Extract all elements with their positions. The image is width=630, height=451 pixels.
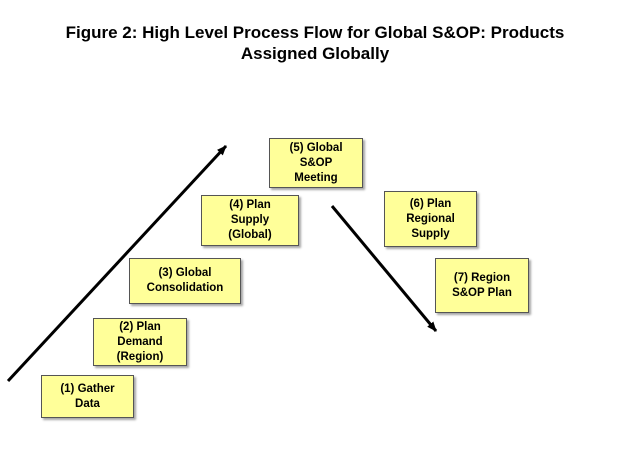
step-5-global-sop-meeting: (5) Global S&OP Meeting (269, 138, 363, 188)
figure-title-line-1: Figure 2: High Level Process Flow for Gl… (65, 23, 565, 42)
step-7-region-sop-plan: (7) Region S&OP Plan (435, 258, 529, 313)
step-1-label: (1) Gather Data (60, 382, 115, 410)
step-2-plan-demand: (2) Plan Demand (Region) (93, 318, 187, 366)
figure-title-line-2: Assigned Globally (240, 44, 390, 63)
figure-title: Figure 2: High Level Process Flow for Gl… (0, 22, 630, 64)
step-7-label: (7) Region S&OP Plan (452, 271, 512, 299)
step-3-global-consolidation: (3) Global Consolidation (129, 258, 241, 304)
step-4-label: (4) Plan Supply (Global) (228, 199, 272, 241)
step-6-label: (6) Plan Regional Supply (406, 197, 455, 240)
ascending-arrow (6, 144, 228, 383)
step-1-gather-data: (1) Gather Data (41, 375, 134, 418)
step-3-label: (3) Global Consolidation (146, 267, 224, 294)
step-2-label: (2) Plan Demand (Region) (116, 320, 164, 363)
step-5-label: (5) Global S&OP Meeting (289, 141, 343, 184)
step-6-plan-regional-supply: (6) Plan Regional Supply (384, 191, 477, 247)
descending-arrow (330, 205, 438, 332)
step-4-plan-supply: (4) Plan Supply (Global) (201, 195, 299, 246)
